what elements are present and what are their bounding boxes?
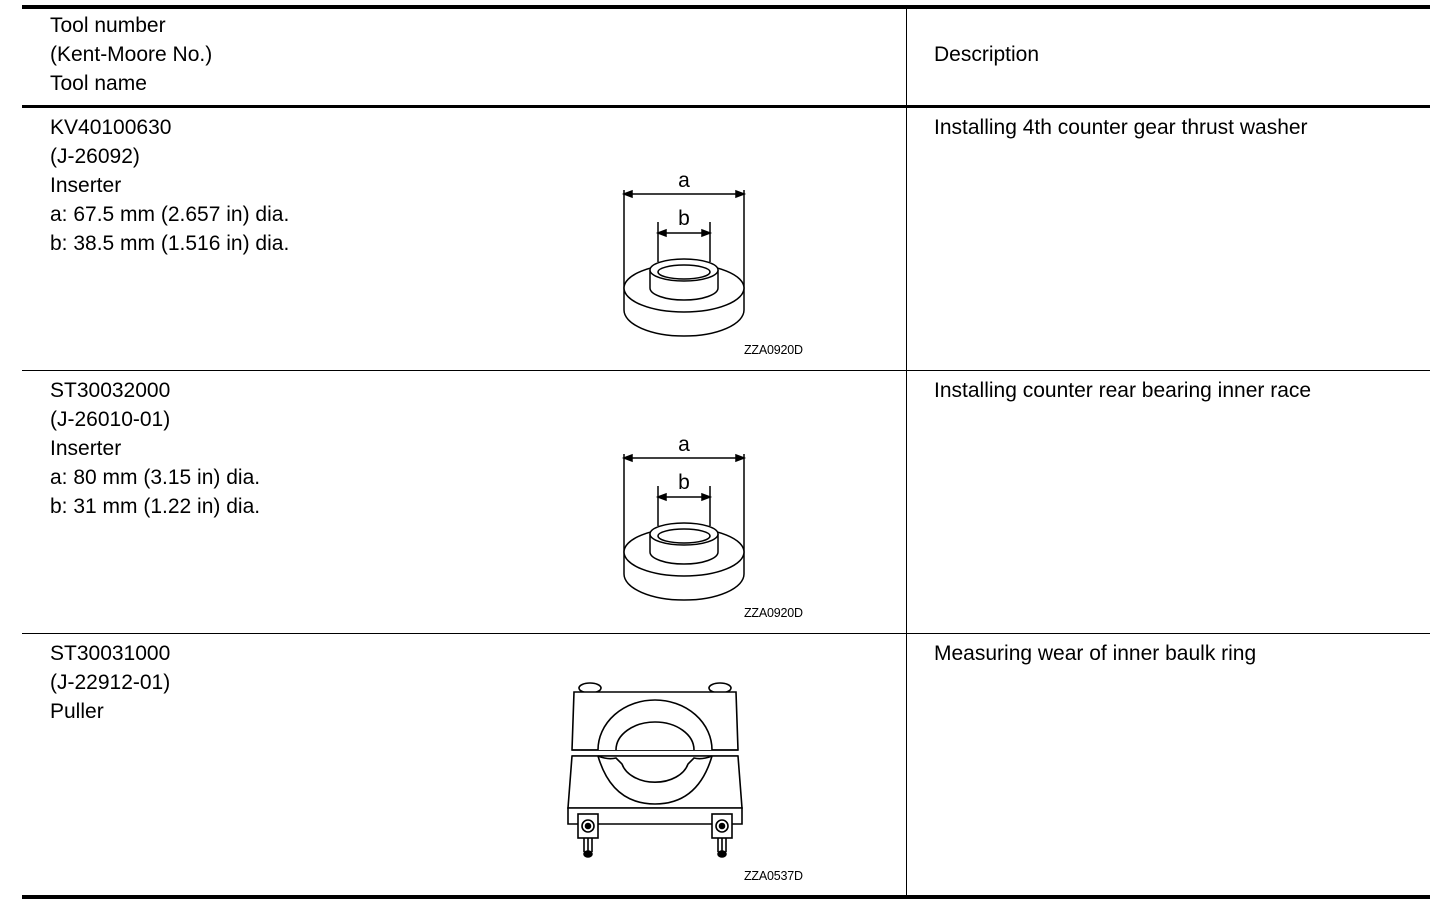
spec-a: a: 80 mm (3.15 in) dia.	[50, 466, 261, 489]
dimension-label-a: a	[678, 433, 690, 456]
kent-moore-number: (J-26092)	[50, 145, 140, 168]
header-description: Description	[934, 43, 1040, 66]
figure-code: ZZA0920D	[744, 343, 803, 357]
tool-name: Puller	[50, 700, 104, 723]
tool-name: Inserter	[50, 174, 122, 197]
header-tool-name: Tool name	[50, 72, 147, 95]
dimension-label-a: a	[678, 169, 690, 192]
tool-description: Measuring wear of inner baulk ring	[934, 642, 1257, 665]
tool-number: KV40100630	[50, 116, 172, 139]
tool-name: Inserter	[50, 437, 122, 460]
tool-number: ST30031000	[50, 642, 171, 665]
puller-illustration	[567, 682, 743, 858]
row-divider	[22, 370, 1430, 371]
inserter-illustration: a b	[621, 169, 747, 337]
table-bottom-rule	[22, 895, 1430, 899]
header-tool-number: Tool number	[50, 14, 166, 37]
dimension-label-b: b	[678, 471, 690, 494]
table-top-rule	[22, 5, 1430, 9]
inserter-illustration: a b	[621, 433, 747, 601]
spec-b: b: 31 mm (1.22 in) dia.	[50, 495, 261, 518]
tool-description: Installing 4th counter gear thrust washe…	[934, 116, 1308, 139]
kent-moore-number: (J-26010-01)	[50, 408, 171, 431]
figure-code: ZZA0920D	[744, 606, 803, 620]
dimension-label-b: b	[678, 207, 690, 230]
figure-code: ZZA0537D	[744, 869, 803, 883]
column-divider	[906, 9, 907, 895]
spec-a: a: 67.5 mm (2.657 in) dia.	[50, 203, 290, 226]
header-bottom-rule	[22, 105, 1430, 108]
tool-description: Installing counter rear bearing inner ra…	[934, 379, 1312, 402]
header-kent-moore: (Kent-Moore No.)	[50, 43, 213, 66]
kent-moore-number: (J-22912-01)	[50, 671, 171, 694]
spec-b: b: 38.5 mm (1.516 in) dia.	[50, 232, 290, 255]
row-divider	[22, 633, 1430, 634]
tool-number: ST30032000	[50, 379, 171, 402]
